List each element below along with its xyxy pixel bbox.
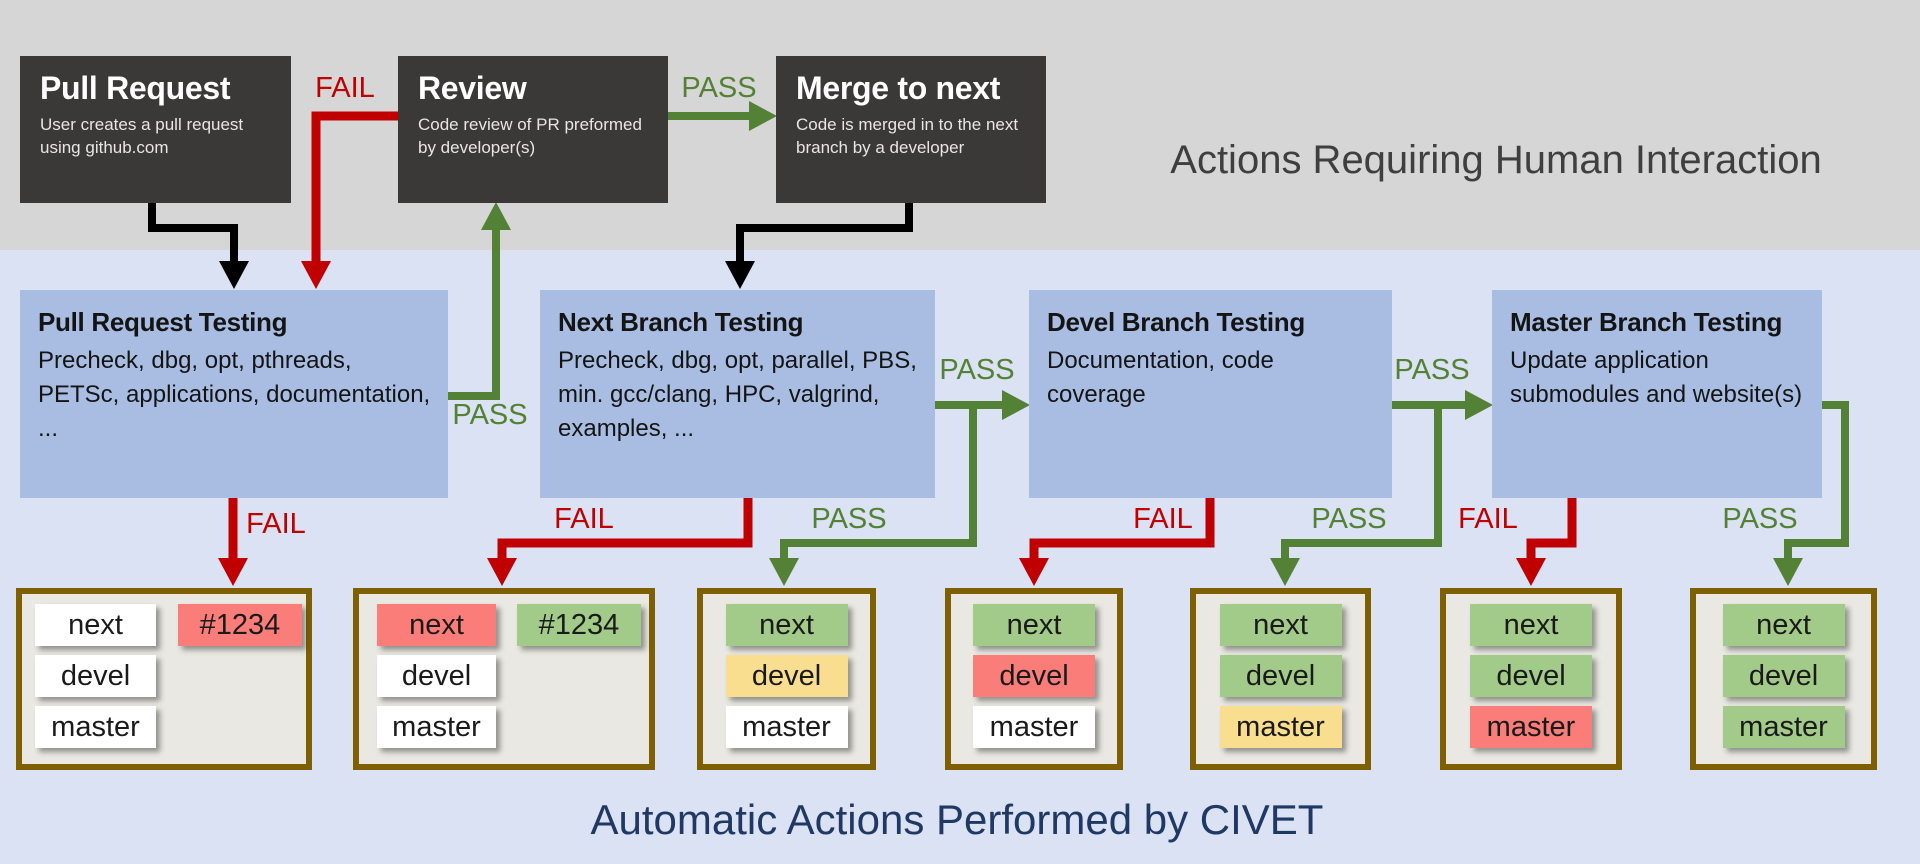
- edge-label-next-pass-status: PASS: [811, 503, 887, 535]
- stage-box-next-branch-testing: Next Branch Testing Precheck, dbg, opt, …: [540, 290, 935, 498]
- stage-box-pull-request-testing: Pull Request Testing Precheck, dbg, opt,…: [20, 290, 448, 498]
- stage-desc: Precheck, dbg, opt, pthreads, PETSc, app…: [38, 347, 431, 442]
- edge-label-devel-pass: PASS: [1394, 354, 1470, 386]
- status-box-5: next devel master: [1190, 588, 1371, 770]
- branch-chip-master: master: [35, 706, 156, 748]
- step-box-merge-to-next: Merge to next Code is merged in to the n…: [776, 56, 1046, 203]
- stage-title: Master Branch Testing: [1510, 307, 1783, 337]
- branch-chip-devel: devel: [1219, 655, 1342, 697]
- pr-chip: #1234: [178, 604, 302, 646]
- step-desc: User creates a pull request using github…: [40, 115, 244, 157]
- branch-chip-devel: devel: [377, 655, 496, 697]
- branch-chip-master: master: [1219, 706, 1342, 748]
- branch-chip-master: master: [1470, 706, 1592, 748]
- stage-box-master-branch-testing: Master Branch Testing Update application…: [1492, 290, 1822, 498]
- stage-title: Next Branch Testing: [558, 307, 804, 337]
- branch-chip-master: master: [725, 706, 848, 748]
- branch-chip-next: next: [725, 604, 848, 646]
- status-box-4: next devel master: [945, 588, 1123, 770]
- status-box-6: next devel master: [1440, 588, 1622, 770]
- edge-label-prt-fail-status: FAIL: [246, 508, 306, 540]
- edge-label-master-pass-status: PASS: [1722, 503, 1798, 535]
- step-desc: Code is merged in to the next branch by …: [796, 115, 1019, 157]
- branch-chip-master: master: [1722, 706, 1845, 748]
- edge-label-prt-pass: PASS: [452, 399, 528, 431]
- edge-label-devel-fail-status: FAIL: [1133, 503, 1193, 535]
- edge-label-master-fail-status: FAIL: [1458, 503, 1518, 535]
- branch-chip-next: next: [377, 604, 496, 646]
- branch-chip-next: next: [1470, 604, 1592, 646]
- stage-desc: Precheck, dbg, opt, parallel, PBS, min. …: [558, 347, 917, 442]
- step-box-review: Review Code review of PR preformed by de…: [398, 56, 668, 203]
- civet-section-title: Automatic Actions Performed by CIVET: [590, 796, 1324, 843]
- branch-chip-devel: devel: [725, 655, 848, 697]
- step-desc: Code review of PR preformed by developer…: [418, 115, 642, 157]
- step-box-pull-request: Pull Request User creates a pull request…: [20, 56, 291, 203]
- branch-chip-devel: devel: [35, 655, 156, 697]
- edge-label-review-fail: FAIL: [315, 72, 375, 104]
- branch-chip-master: master: [377, 706, 496, 748]
- human-section-title: Actions Requiring Human Interaction: [1170, 138, 1822, 182]
- edge-label-devel-pass-status: PASS: [1311, 503, 1387, 535]
- stage-box-devel-branch-testing: Devel Branch Testing Documentation, code…: [1029, 290, 1392, 498]
- stage-title: Devel Branch Testing: [1047, 307, 1305, 337]
- edge-label-next-pass: PASS: [939, 354, 1015, 386]
- branch-chip-next: next: [973, 604, 1095, 646]
- status-box-1: next #1234 devel master: [16, 588, 312, 770]
- stage-title: Pull Request Testing: [38, 307, 288, 337]
- branch-chip-devel: devel: [1722, 655, 1845, 697]
- branch-chip-next: next: [35, 604, 156, 646]
- status-box-7: next devel master: [1690, 588, 1877, 770]
- branch-chip-master: master: [973, 706, 1095, 748]
- status-box-2: next #1234 devel master: [353, 588, 655, 770]
- status-box-3: next devel master: [697, 588, 876, 770]
- stage-desc: Documentation, code coverage: [1047, 347, 1274, 408]
- stage-desc: Update application submodules and websit…: [1510, 347, 1803, 408]
- step-title: Review: [418, 70, 527, 106]
- branch-chip-devel: devel: [973, 655, 1095, 697]
- branch-chip-next: next: [1219, 604, 1342, 646]
- branch-chip-devel: devel: [1470, 655, 1592, 697]
- pr-chip: #1234: [517, 604, 641, 646]
- step-title: Pull Request: [40, 70, 231, 106]
- branch-chip-next: next: [1722, 604, 1845, 646]
- step-title: Merge to next: [796, 70, 1001, 106]
- edge-label-next-fail-status: FAIL: [554, 503, 614, 535]
- edge-label-merge-pass: PASS: [681, 72, 757, 104]
